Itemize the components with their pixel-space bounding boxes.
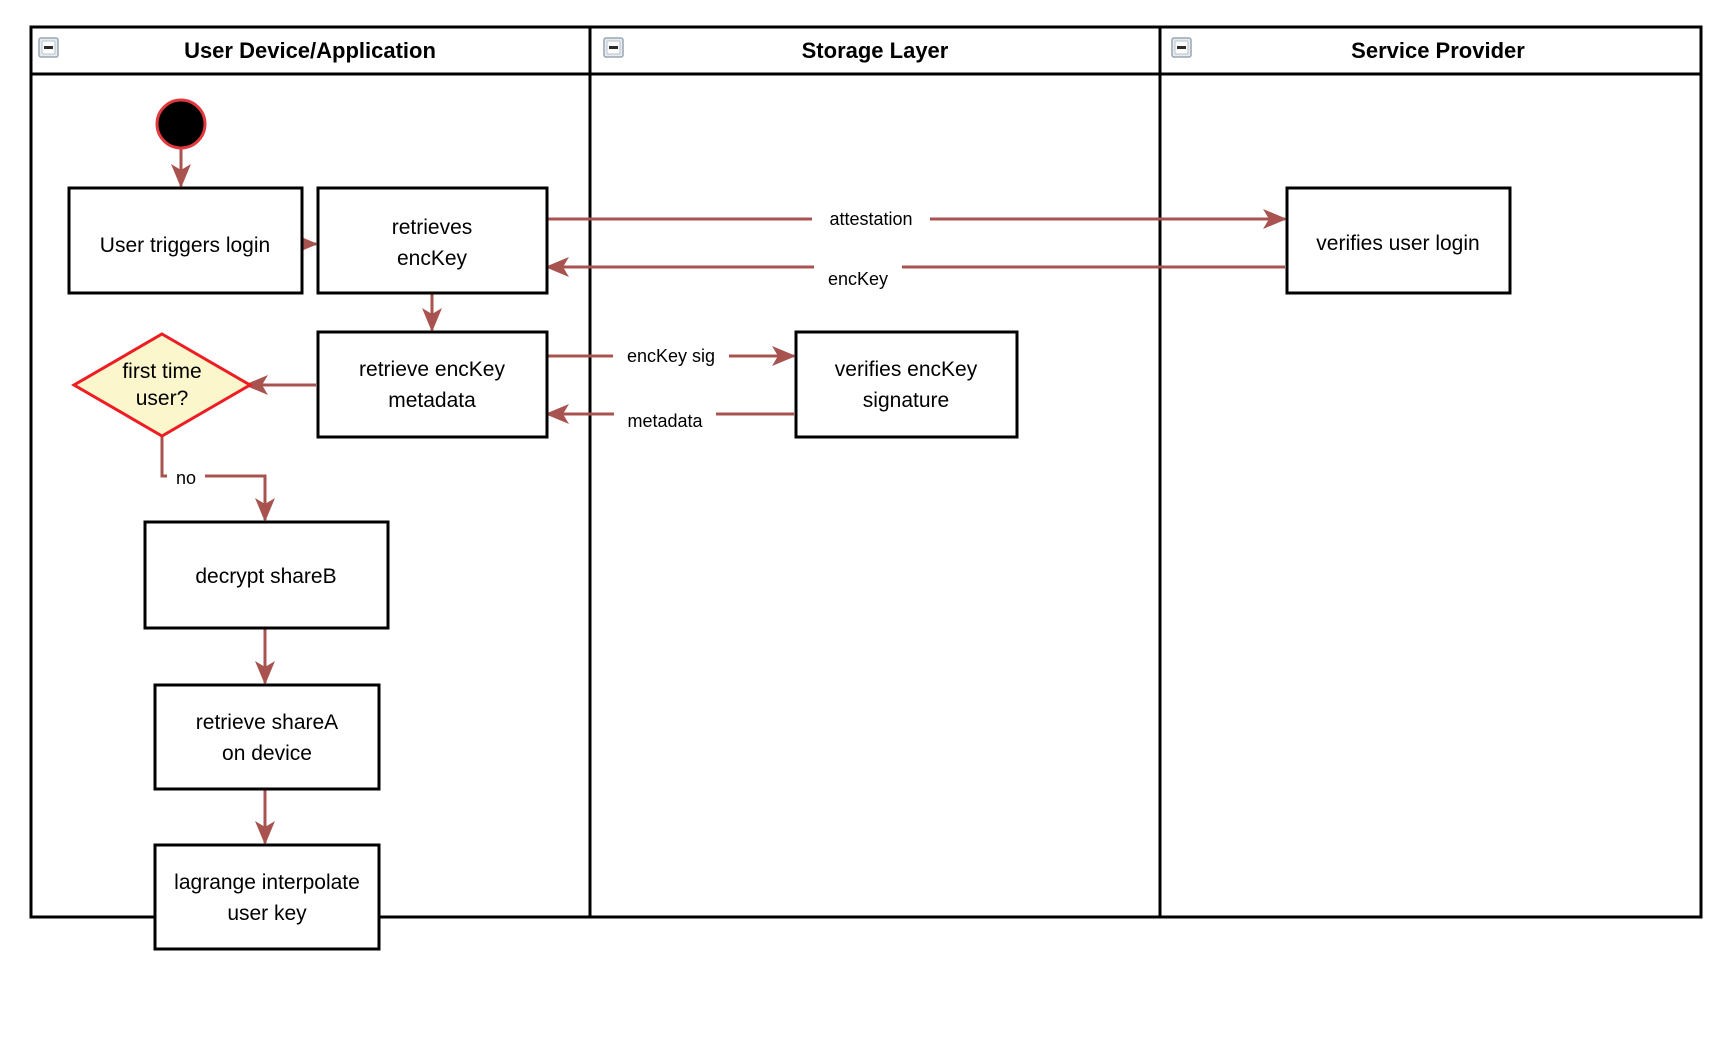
collapse-minus-icon[interactable] <box>1171 37 1192 58</box>
node-user-triggers-login-label: User triggers login <box>100 234 270 257</box>
node-first-time-user-label-line1: first time <box>122 360 201 383</box>
node-verifies-user-login[interactable]: verifies user login <box>1285 186 1512 295</box>
node-retrieves-enckey[interactable]: retrieves encKey <box>316 186 549 295</box>
node-first-time-user-decision[interactable]: first time user? <box>71 332 253 438</box>
node-verifies-user-login-label: verifies user login <box>1316 232 1479 255</box>
node-retrieve-enckey-metadata-label-line2: metadata <box>388 389 476 412</box>
edge-enckey-sig-label: encKey sig <box>627 346 715 366</box>
lane-service-provider-title: Service Provider <box>1351 38 1525 63</box>
lane-storage-layer-frame <box>588 25 1162 919</box>
node-verifies-enckey-signature-label-line2: signature <box>863 389 949 412</box>
edge-enckey-sig-label-bg <box>613 345 729 369</box>
node-verifies-enckey-signature[interactable]: verifies encKey signature <box>794 330 1019 439</box>
node-decrypt-shareb[interactable]: decrypt shareB <box>143 520 390 630</box>
node-retrieves-enckey-label-line2: encKey <box>397 247 468 270</box>
edge-decision-no <box>160 421 275 522</box>
lane-service-provider[interactable]: Service Provider <box>1158 25 1703 919</box>
node-lagrange-interpolate-user-key[interactable]: lagrange interpolate user key <box>153 843 381 951</box>
edge-attestation-label-bg <box>812 208 930 232</box>
collapse-minus-icon[interactable] <box>603 37 624 58</box>
lane-storage-layer[interactable]: Storage Layer <box>588 25 1162 919</box>
edge-decision-no-label: no <box>176 468 196 488</box>
node-retrieve-sharea-label-line1: retrieve shareA <box>196 711 338 734</box>
lane-service-provider-frame <box>1158 25 1703 919</box>
collapse-minus-icon[interactable] <box>38 37 59 58</box>
node-user-triggers-login[interactable]: User triggers login <box>67 186 304 295</box>
node-retrieve-enckey-metadata[interactable]: retrieve encKey metadata <box>316 330 549 439</box>
start-node[interactable] <box>155 98 207 150</box>
edge-decision-no-label-bg <box>167 464 205 487</box>
node-first-time-user-label-line2: user? <box>136 387 189 410</box>
edge-enckey-return-label: encKey <box>828 269 888 289</box>
node-lagrange-label-line2: user key <box>227 902 307 925</box>
node-retrieves-enckey-label-line1: retrieves <box>392 216 473 239</box>
node-retrieve-sharea-label-line2: on device <box>222 742 312 765</box>
node-retrieve-sharea-on-device[interactable]: retrieve shareA on device <box>153 683 381 791</box>
node-verifies-enckey-signature-label-line1: verifies encKey <box>835 358 978 381</box>
edge-enckey-return-label-bg <box>814 256 902 280</box>
node-retrieve-enckey-metadata-label-line1: retrieve encKey <box>359 358 505 381</box>
edge-metadata-return-label: metadata <box>627 411 703 431</box>
lane-storage-layer-title: Storage Layer <box>802 38 949 63</box>
node-decrypt-shareb-label: decrypt shareB <box>195 565 336 588</box>
edge-attestation-label: attestation <box>829 209 912 229</box>
edge-metadata-return-label-bg <box>614 403 716 427</box>
node-lagrange-label-line1: lagrange interpolate <box>174 871 360 894</box>
lane-user-device-title: User Device/Application <box>184 38 436 63</box>
